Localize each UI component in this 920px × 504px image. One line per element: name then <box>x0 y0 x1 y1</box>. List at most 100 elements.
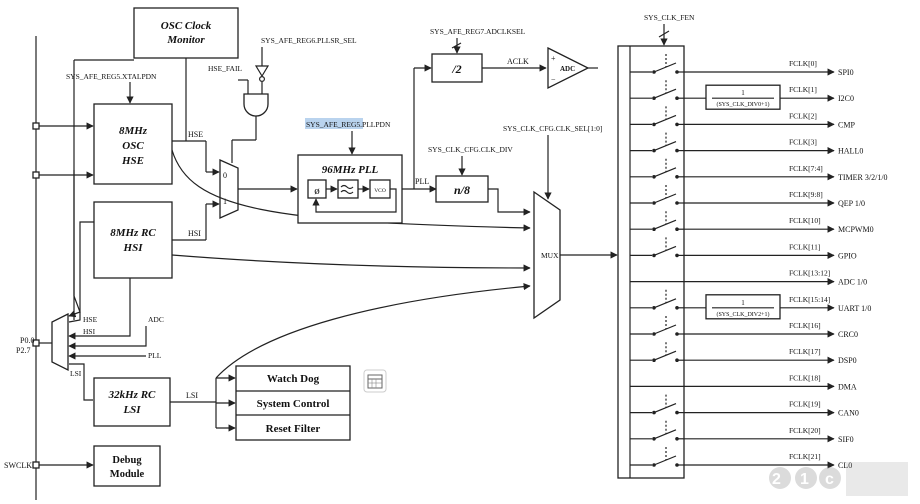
aclk-label: ACLK <box>507 57 529 66</box>
pin-label-p00: P0.0 <box>20 336 34 345</box>
switch-blade <box>653 193 677 204</box>
fclk-periph-label: DMA <box>838 382 857 391</box>
pin-swclk <box>32 461 40 469</box>
fclk-periph-label: MCPWM0 <box>838 225 874 234</box>
small-mux-lsi: LSI <box>70 369 82 378</box>
xtalpdn-label: SYS_AFE_REG5.XTALPDN <box>66 72 157 81</box>
pllpdn-label: SYS_AFE_REG5.PLLPDN <box>306 120 391 129</box>
fclk-divider-den: (SYS_CLK_DIV2+1) <box>716 311 769 318</box>
fclk-name: FCLK[15:14] <box>789 295 830 304</box>
hsi-line2: HSI <box>123 242 144 254</box>
switch-blade <box>653 62 677 73</box>
lsi-rc-block <box>93 377 171 427</box>
switch-blade <box>653 298 677 309</box>
small-mux-hsi: HSI <box>83 327 96 336</box>
svg-text:2: 2 <box>772 471 781 488</box>
adc-block <box>547 46 590 90</box>
adc-label: ADC <box>560 65 575 73</box>
switch-blade <box>653 429 677 440</box>
fclk-name: FCLK[0] <box>789 59 817 68</box>
sys-clk-divider-block <box>435 175 489 203</box>
switch-blade <box>653 324 677 335</box>
pre-mux-in0: 0 <box>223 171 227 180</box>
fclk-periph-label: UART 1/0 <box>838 304 871 313</box>
fclk-divider-box <box>705 294 781 320</box>
fclk-name: FCLK[21] <box>789 452 821 461</box>
lsi-line1: 32kHz RC <box>108 389 156 401</box>
highlight-xtal-reg <box>305 118 363 129</box>
osc-monitor-line1: OSC Clock <box>161 20 212 32</box>
sysclk-mux <box>533 190 561 320</box>
hsi-line1: 8MHz RC <box>110 227 156 239</box>
watchdog-label: Watch Dog <box>267 373 320 385</box>
pin-hse-a <box>32 122 40 130</box>
clk-div-label: n/8 <box>454 183 470 197</box>
fclk-name: FCLK[2] <box>789 111 817 120</box>
system-control-label: System Control <box>257 398 330 410</box>
fclk-name: FCLK[20] <box>789 426 821 435</box>
fclk-name: FCLK[7:4] <box>789 164 823 173</box>
pin-hse-b <box>32 171 40 179</box>
switch-blade <box>653 88 677 99</box>
pll-title: 96MHz PLL <box>322 164 379 176</box>
fclk-name: FCLK[16] <box>789 321 821 330</box>
small-mux-pll: PLL <box>148 351 162 360</box>
and-gate <box>243 93 269 117</box>
fclk-divider-num: 1 <box>741 89 745 97</box>
fclk-periph-label: ADC 1/0 <box>838 278 867 287</box>
fclk-periph-label: GPIO <box>838 251 857 260</box>
svg-text:1: 1 <box>800 471 809 488</box>
small-mux-hse: HSE <box>83 315 98 324</box>
fclk-name: FCLK[9:8] <box>789 190 823 199</box>
hse-line2: OSC <box>122 140 144 152</box>
clock-gate-bank <box>617 45 685 479</box>
pre-mux-in1: 1 <box>223 197 227 206</box>
fclk-periph-label: TIMER 3/2/1/0 <box>838 173 888 182</box>
fclk-periph-label: CRC0 <box>838 330 858 339</box>
vco-label: VCO <box>374 188 386 194</box>
pll-out-label: PLL <box>415 177 429 186</box>
fclk-name: FCLK[11] <box>789 242 820 251</box>
clk-fen-label: SYS_CLK_FEN <box>644 13 695 22</box>
hse-oscillator-block <box>93 103 173 185</box>
fclk-name: FCLK[13:12] <box>789 269 830 278</box>
small-mux-adc: ADC <box>148 315 164 324</box>
hsi-out-label: HSI <box>188 229 201 238</box>
fclk-periph-label: CAN0 <box>838 409 859 418</box>
lsi-line2: LSI <box>122 404 141 416</box>
grid-icon[interactable] <box>363 369 387 393</box>
switch-blade <box>653 350 677 361</box>
phase-detector-icon: ø <box>314 185 320 197</box>
fclk-name: FCLK[18] <box>789 373 821 382</box>
reset-filter-label: Reset Filter <box>266 423 321 435</box>
hse-line1: 8MHz <box>119 125 148 137</box>
hse-line3: HSE <box>121 155 144 167</box>
fclk-name: FCLK[10] <box>789 216 821 225</box>
clk-div-sig-label: SYS_CLK_CFG.CLK_DIV <box>428 145 513 154</box>
svg-text:c: c <box>825 471 834 488</box>
pll-source-mux <box>219 158 239 220</box>
switch-blade <box>653 455 677 466</box>
adc-minus: − <box>551 75 556 84</box>
debug-line2: Module <box>110 469 145 480</box>
osc-clock-monitor-block <box>133 7 239 59</box>
fclk-periph-label: QEP 1/0 <box>838 199 865 208</box>
debug-module-block <box>93 445 161 487</box>
fclk-divider-den: (SYS_CLK_DIV0+1) <box>716 101 769 108</box>
fclk-periph-label: I2C0 <box>838 94 854 103</box>
debug-output-mux <box>51 312 69 372</box>
hse-fail-label: HSE_FAIL <box>208 64 242 73</box>
adc-div-label: /2 <box>451 62 461 76</box>
mux-label: MUX <box>541 251 559 260</box>
debug-line1: Debug <box>112 455 142 466</box>
fclk-periph-label: CL0 <box>838 461 852 470</box>
fclk-periph-label: SIF0 <box>838 435 854 444</box>
pllsr-sel-label: SYS_AFE_REG6.PLLSR_SEL <box>261 36 357 45</box>
fclk-divider-num: 1 <box>741 299 745 307</box>
osc-monitor-line2: Monitor <box>166 34 205 46</box>
switch-blade <box>653 141 677 152</box>
adc-plus: + <box>551 54 556 63</box>
fclk-rows: FCLK[0]SPI01(SYS_CLK_DIV0+1)FCLK[1]I2C0F… <box>630 54 888 470</box>
hsi-rc-block <box>93 201 173 279</box>
lsi-consumers-block <box>235 365 351 441</box>
